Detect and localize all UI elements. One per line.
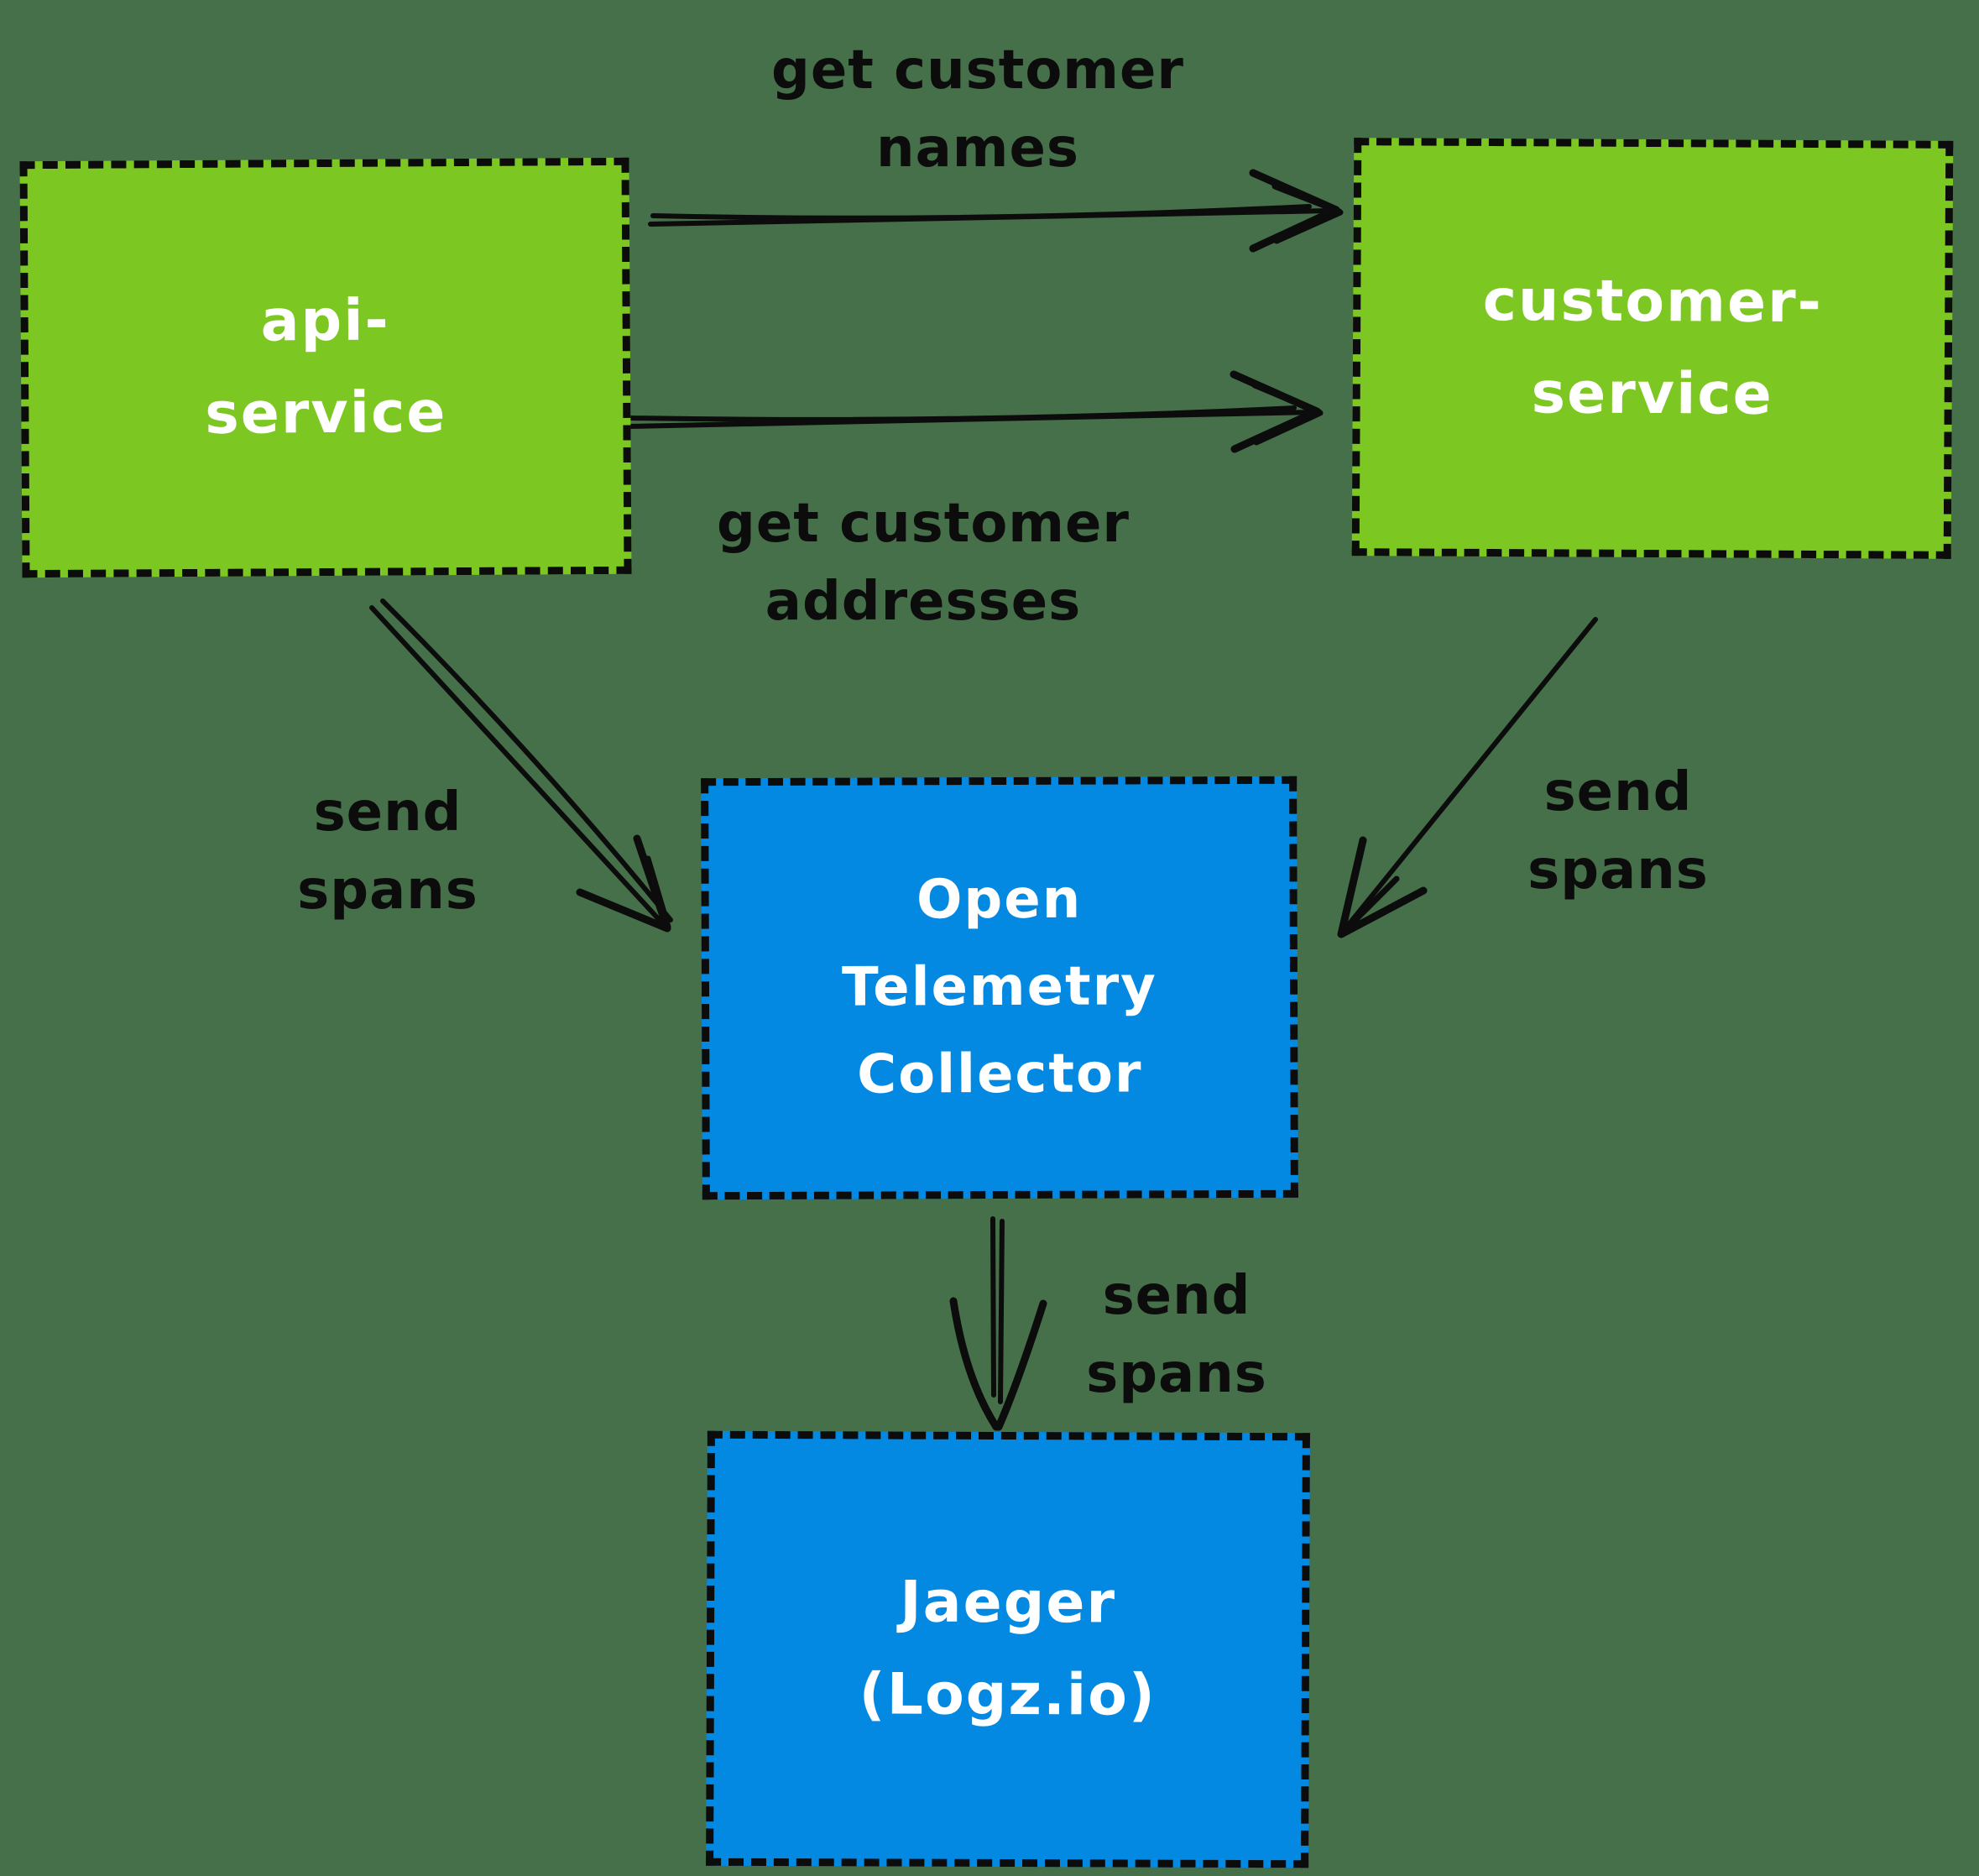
edge-label-send-spans-right: send spans xyxy=(1527,754,1709,910)
node-label-line: (Logz.io) xyxy=(859,1661,1157,1729)
edge-label-line: send xyxy=(313,781,462,844)
edge-label-line: spans xyxy=(1086,1342,1267,1405)
edge-label-line: get customer xyxy=(771,39,1184,102)
node-otel-collector: Open Telemetry Collector xyxy=(701,776,1298,1200)
node-label-line: api- xyxy=(260,287,390,355)
edge-label-line: spans xyxy=(297,859,478,922)
node-label-line: Open xyxy=(916,869,1083,932)
node-label-line: Collector xyxy=(857,1043,1143,1106)
edge-label-line: addresses xyxy=(765,570,1082,633)
edge-label-send-spans-bottom: send spans xyxy=(1086,1257,1267,1414)
node-label-line: Telemetry xyxy=(841,955,1158,1019)
node-label-line: service xyxy=(1531,360,1774,428)
edge-label-line: get customer xyxy=(717,493,1130,555)
edge-label-line: spans xyxy=(1527,839,1709,901)
edge-label-line: send xyxy=(1102,1265,1251,1327)
arrow-get-customer-addresses xyxy=(625,370,1324,453)
node-api-service: api- service xyxy=(19,157,632,578)
node-label-line: customer- xyxy=(1482,267,1824,336)
arrow-send-spans-bottom xyxy=(949,1216,1047,1431)
node-customer-service: customer- service xyxy=(1351,138,1954,559)
edge-label-send-spans-left: send spans xyxy=(297,774,478,930)
edge-label-line: send xyxy=(1543,761,1693,823)
node-jaeger: Jaeger (Logz.io) xyxy=(706,1430,1310,1868)
edge-label-line: names xyxy=(876,117,1079,180)
node-label-line: Jaeger xyxy=(900,1569,1117,1637)
edge-label-get-customer-addresses: get customer addresses xyxy=(717,485,1130,641)
node-label-line: service xyxy=(204,379,447,447)
edge-label-get-customer-names: get customer names xyxy=(771,32,1184,188)
